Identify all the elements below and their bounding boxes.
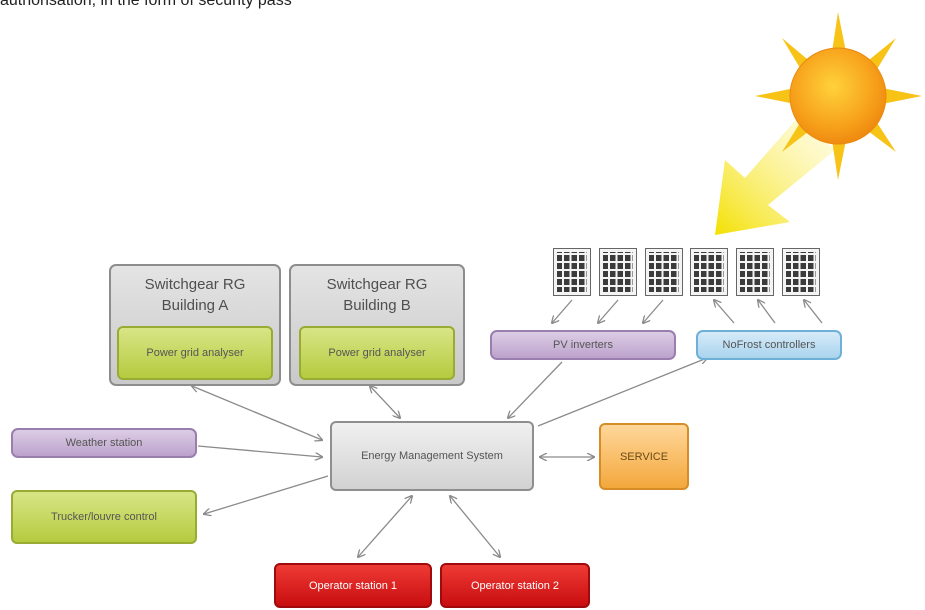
operator-station-1: Operator station 1 [274, 563, 432, 608]
trucker-louvre-control-label: Trucker/louvre control [51, 511, 157, 523]
service: SERVICE [599, 423, 689, 490]
connector-switchgear-b-ems [370, 386, 400, 418]
switchgear-building-a: Switchgear RG Building A Power grid anal… [109, 264, 281, 386]
weather-station-label: Weather station [65, 437, 143, 449]
connector-panel3-pv [643, 299, 664, 323]
trucker-louvre-control: Trucker/louvre control [11, 490, 197, 544]
power-grid-analyser-a: Power grid analyser [117, 326, 273, 380]
connector-nofrost-panel4 [714, 300, 735, 324]
operator-station-2: Operator station 2 [440, 563, 590, 608]
energy-management-system-label: Energy Management System [361, 450, 503, 462]
connector-weather-ems [197, 445, 322, 457]
connector-pv-ems [508, 361, 563, 418]
switchgear-b-title-line2: Building B [343, 297, 411, 314]
connector-ems-operator2 [450, 496, 500, 557]
solar-panel-icon [645, 248, 683, 296]
operator-station-2-label: Operator station 2 [470, 579, 560, 592]
connector-switchgear-a-ems [192, 386, 322, 440]
connector-ems-nofrost [537, 358, 707, 427]
power-grid-analyser-a-label: Power grid analyser [146, 347, 244, 359]
solar-panel-icon [599, 248, 637, 296]
nofrost-controllers: NoFrost controllers [696, 330, 842, 360]
operator-station-1-label: Operator station 1 [308, 579, 398, 592]
pv-inverters: PV inverters [490, 330, 676, 360]
switchgear-building-a-title: Switchgear RG Building A [111, 274, 279, 316]
weather-station: Weather station [11, 428, 197, 458]
switchgear-building-b-title: Switchgear RG Building B [291, 274, 463, 316]
connector-panel2-pv [598, 299, 619, 323]
switchgear-a-title-line2: Building A [161, 297, 229, 314]
solar-panel-icon [690, 248, 728, 296]
pv-inverters-label: PV inverters [553, 339, 613, 351]
sunlight-arrow-icon [715, 115, 835, 235]
switchgear-b-title-line1: Switchgear RG [326, 276, 428, 293]
solar-panel-icon [553, 248, 591, 296]
connector-nofrost-panel6 [804, 300, 823, 324]
connector-ems-operator1 [358, 496, 412, 557]
solar-panel-icon [736, 248, 774, 296]
connector-ems-trucker [204, 475, 329, 514]
service-label: SERVICE [619, 450, 669, 463]
switchgear-a-title-line1: Switchgear RG [144, 276, 246, 293]
page-caption: authorisation, in the form of security p… [0, 0, 292, 9]
power-grid-analyser-b: Power grid analyser [299, 326, 455, 380]
connector-nofrost-panel5 [758, 300, 776, 324]
switchgear-building-b: Switchgear RG Building B Power grid anal… [289, 264, 465, 386]
connector-panel1-pv [552, 299, 573, 323]
nofrost-controllers-label: NoFrost controllers [722, 339, 816, 351]
sun-icon [789, 47, 887, 145]
solar-panel-icon [782, 248, 820, 296]
energy-management-system: Energy Management System [330, 421, 534, 491]
power-grid-analyser-b-label: Power grid analyser [328, 347, 426, 359]
